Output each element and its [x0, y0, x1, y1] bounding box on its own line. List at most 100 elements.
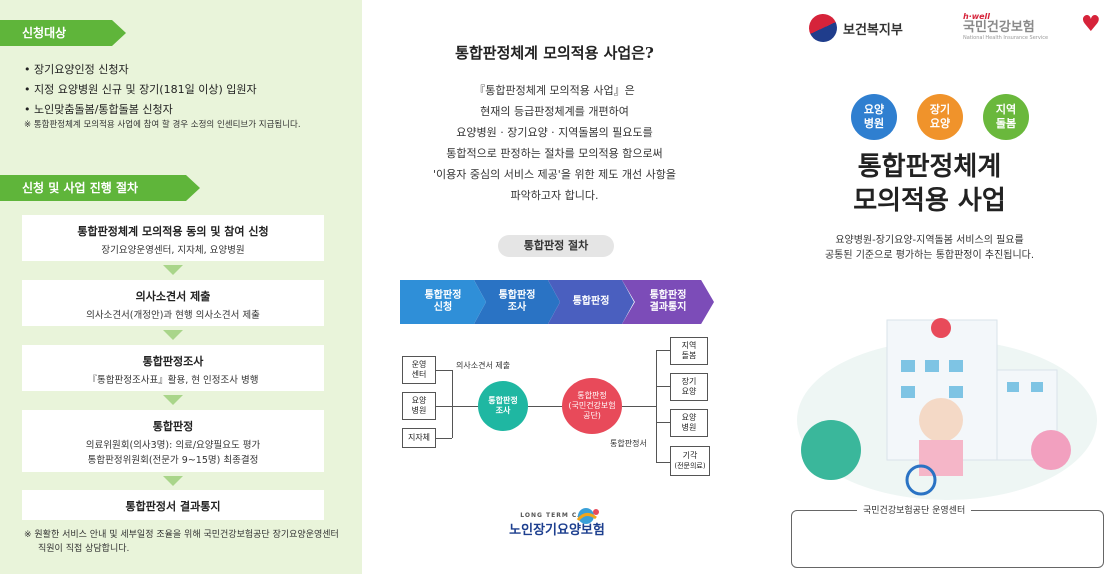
category-line: 지역	[995, 103, 1017, 116]
section-title-procedure: 신청 및 사업 진행 절차	[0, 175, 200, 201]
subtitle: 요양병원-장기요양-지역돌봄 서비스의 필요를 공통된 기준으로 평가하는 통합…	[747, 233, 1112, 263]
chevron-line: 통합판정	[649, 290, 687, 301]
output-box: 기각 (전문의료)	[670, 446, 710, 476]
circle-line: 공단)	[583, 411, 601, 420]
box-line: 요양	[411, 396, 427, 405]
box-line: 병원	[681, 423, 697, 432]
down-arrow-icon	[163, 395, 183, 405]
nhis-name: 국민건강보험	[963, 20, 1035, 35]
circle-line: (국민건강보험	[568, 401, 616, 410]
step-box: 통합판정조사 『통합판정조사표』활용, 현 인정조사 병행	[22, 345, 324, 391]
connector-line	[622, 406, 656, 407]
right-panel: 보건복지부 h·well 국민건강보험 National Health Insu…	[747, 0, 1112, 574]
step-box: 통합판정 의료위원회(의사3명): 의료/요양필요도 평가 통합판정위원회(전문…	[22, 410, 324, 472]
chevron-line: 통합판정	[572, 296, 610, 307]
eligibility-item: 노인맞춤돌봄/통합돌봄 신청자	[24, 100, 344, 120]
source-box: 지자체	[402, 428, 436, 448]
middle-title: 통합판정체계 모의적용 사업은?	[455, 44, 654, 62]
step-box: 통합판정체계 모의적용 동의 및 참여 신청 장기요양운영센터, 지자체, 요양…	[22, 215, 324, 261]
procedure-chevron: 통합판정	[548, 280, 634, 324]
step-title: 통합판정서 결과통지	[125, 500, 221, 513]
result-label: 통합판정서	[610, 439, 647, 448]
category-line: 요양	[863, 103, 885, 116]
box-line: 센터	[411, 370, 427, 379]
connector-line	[436, 438, 452, 439]
box-line: 운영	[411, 360, 427, 369]
body-line: 『통합판정체계 모의적용 사업』은	[474, 84, 635, 97]
circle-line: 조사	[495, 406, 511, 415]
connector-line	[656, 462, 670, 463]
heart-icon: ♥	[1081, 12, 1101, 37]
taegeuk-icon	[804, 9, 842, 47]
box-line: 요양	[681, 387, 697, 396]
chevron-line: 통합판정	[424, 290, 462, 301]
hospital-illustration	[797, 318, 1097, 500]
eligibility-list: 장기요양인정 신청자 지정 요양병원 신규 및 장기(181일 이상) 입원자 …	[24, 60, 344, 120]
middle-panel: 통합판정체계 모의적용 사업은? 『통합판정체계 모의적용 사업』은 현재의 등…	[362, 0, 747, 574]
step-desc: 의료위원회(의사3명): 의료/요양필요도 평가	[85, 440, 261, 451]
box-line: 병원	[411, 406, 427, 415]
circle-line: 통합판정	[577, 391, 607, 400]
center-label: 국민건강보험공단 운영센터	[857, 503, 972, 516]
nhis-en: National Health Insurance Service	[963, 35, 1049, 41]
chevron-line: 통합판정	[498, 290, 536, 301]
category-line: 장기	[929, 103, 951, 116]
ltc-logo-icon	[576, 508, 599, 524]
ltc-logo-en: LONG TERM CARE	[520, 512, 594, 519]
procedure-label: 통합판정 절차	[498, 235, 614, 257]
connector-line	[528, 406, 562, 407]
category-line: 병원	[863, 117, 885, 130]
eligibility-item: 장기요양인정 신청자	[24, 60, 344, 80]
circle-line: 통합판정	[488, 396, 518, 405]
nhis-tag: h·well	[963, 12, 991, 21]
step-title: 통합판정체계 모의적용 동의 및 참여 신청	[77, 225, 269, 238]
box-line: 요양	[681, 413, 697, 422]
mohw-name: 보건복지부	[843, 22, 903, 38]
chevron-line: 신청	[433, 302, 453, 313]
ltc-logo-ko: 노인장기요양보험	[509, 523, 605, 538]
box-line: 기각	[682, 451, 698, 460]
connector-line	[436, 370, 452, 371]
step-desc: 통합판정위원회(전문가 9~15명) 최종결정	[87, 455, 259, 466]
box-line: 지역	[681, 341, 697, 350]
box-line: 지자체	[407, 433, 431, 442]
body-line: 통합적으로 판정하는 절차를 모의적용 함으로써	[446, 147, 663, 160]
connector-line	[656, 350, 670, 351]
step-title: 의사소견서 제출	[135, 290, 211, 303]
body-line: '이용자 중심의 서비스 제공'을 위한 제도 개선 사항을	[432, 168, 677, 181]
center-info-box	[791, 510, 1104, 568]
category-line: 돌봄	[995, 117, 1017, 130]
step-box: 통합판정서 결과통지	[22, 490, 324, 520]
step-box: 의사소견서 제출 의사소견서(개정안)과 현행 의사소견서 제출	[22, 280, 324, 326]
main-title-line: 모의적용 사업	[853, 186, 1006, 216]
connector-line	[452, 370, 453, 438]
down-arrow-icon	[163, 330, 183, 340]
eligibility-item: 지정 요양병원 신규 및 장기(181일 이상) 입원자	[24, 80, 344, 100]
box-line: 장기	[681, 377, 697, 386]
incentive-note: ※ 통합판정체계 모의적용 사업에 참여 할 경우 소정의 인센티브가 지급됩니…	[24, 120, 301, 130]
subtitle-line: 공통된 기준으로 평가하는 통합판정이 추진됩니다.	[824, 250, 1035, 261]
left-panel: 신청대상 장기요양인정 신청자 지정 요양병원 신규 및 장기(181일 이상)…	[0, 0, 362, 574]
nhis-logo: h·well 국민건강보험 National Health Insurance …	[963, 12, 1101, 41]
down-arrow-icon	[163, 265, 183, 275]
main-title-line: 통합판정체계	[857, 152, 1002, 182]
ltc-logo: LONG TERM CARE 노인장기요양보험	[482, 508, 632, 538]
box-line: (전문의료)	[674, 462, 706, 470]
step-desc: 장기요양운영센터, 지자체, 요양병원	[101, 245, 245, 256]
chevron-line: 조사	[507, 302, 527, 313]
connector-line	[656, 422, 670, 423]
step-title: 통합판정조사	[142, 355, 204, 368]
step-desc: 의사소견서(개정안)과 현행 의사소견서 제출	[86, 310, 260, 321]
category-line: 요양	[929, 117, 951, 130]
box-line: 돌봄	[681, 351, 697, 360]
section-title-eligibility: 신청대상	[0, 20, 126, 46]
mohw-logo: 보건복지부	[804, 9, 903, 47]
